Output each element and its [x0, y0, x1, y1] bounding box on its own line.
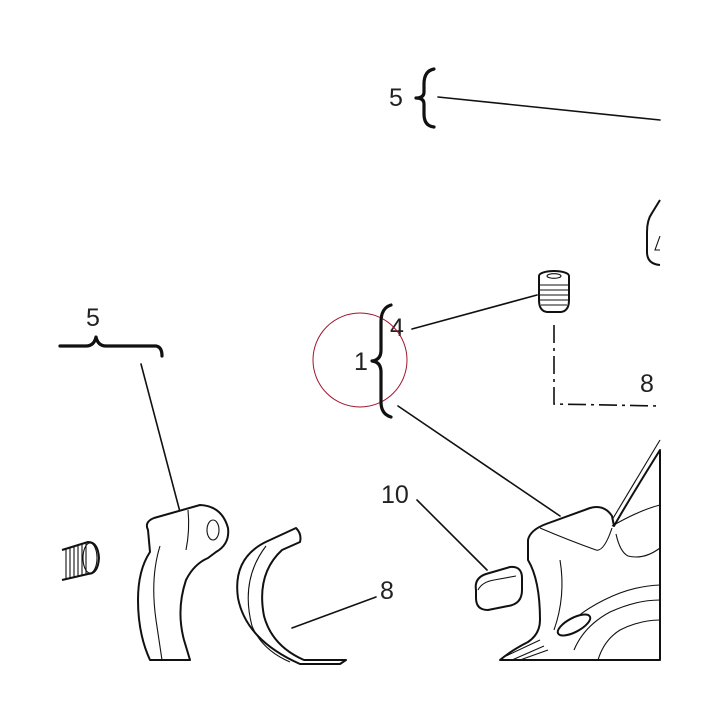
partial-housing-top-right — [646, 199, 661, 266]
brace-group-one — [370, 303, 393, 419]
leader-line-one — [397, 405, 561, 517]
main-housing-assembly — [499, 439, 661, 661]
callout-group-top-five: 5 — [389, 67, 661, 129]
callout-label-eight-bottom: 8 — [380, 577, 394, 605]
half-bearing-ring-part — [236, 527, 347, 665]
callout-label-four: 4 — [390, 314, 404, 342]
callout-group-left-five: 5 — [58, 304, 181, 513]
brace-top-five — [414, 67, 436, 129]
callout-group-one: 1 — [312, 303, 561, 517]
leader-line-eight-bottom — [291, 596, 377, 629]
center-line-dash — [553, 325, 661, 407]
highlight-circle — [312, 312, 408, 408]
callout-label-eight-right: 8 — [640, 370, 654, 398]
partial-housing-mark — [654, 235, 661, 251]
key-part — [474, 565, 523, 611]
callout-label-ten: 10 — [381, 481, 409, 509]
callout-label-one: 1 — [354, 348, 368, 376]
leader-line-four — [411, 294, 538, 330]
callout-label-top-five: 5 — [389, 84, 403, 112]
brace-left-five — [58, 335, 164, 358]
leader-line-left-five — [140, 363, 181, 513]
callout-label-left-five: 5 — [86, 304, 100, 332]
bracket-clamp-part — [137, 504, 230, 661]
leader-line-top-five — [437, 96, 661, 121]
threaded-stud-part — [61, 541, 100, 581]
set-screw-part — [538, 270, 570, 313]
leader-line-ten — [416, 499, 488, 571]
